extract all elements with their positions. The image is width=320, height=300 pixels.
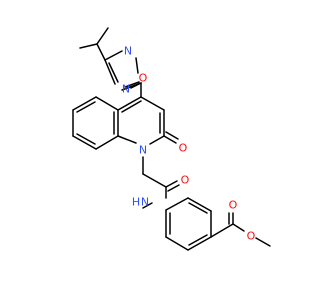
bond <box>121 100 142 113</box>
bond <box>210 223 234 238</box>
atom-labels: N N O N O O N H O O <box>122 45 256 243</box>
structure-svg: N N O N O O N H O O <box>0 0 300 300</box>
atom-label-n: N <box>139 144 147 157</box>
atom-label-o: O <box>139 72 148 85</box>
bond <box>135 57 139 74</box>
bond <box>121 82 142 91</box>
bond <box>188 234 208 246</box>
bond <box>255 237 271 247</box>
bond <box>104 50 123 61</box>
bond <box>149 135 165 145</box>
atom-label-n: N <box>141 196 149 209</box>
bond <box>76 133 96 145</box>
bond <box>165 236 189 251</box>
bond <box>96 27 109 45</box>
bond <box>140 96 165 111</box>
atom-label-n: N <box>124 45 132 58</box>
atom-label-h: H <box>132 196 140 209</box>
bond <box>165 180 178 188</box>
bond <box>142 202 153 209</box>
bond <box>104 59 116 85</box>
lactam-carbonyl <box>163 131 179 144</box>
bond <box>95 96 119 111</box>
bond <box>108 62 119 83</box>
methyl-ester <box>210 212 271 247</box>
bond <box>187 197 212 212</box>
quinolinone-ring <box>117 96 165 145</box>
molecule-diagram: N N O N O O N H O O <box>0 0 300 300</box>
bond <box>232 223 245 232</box>
benzoate-ring <box>165 197 212 251</box>
bond <box>95 135 119 150</box>
atom-label-o: O <box>179 142 188 155</box>
atom-label-o: O <box>247 230 256 243</box>
bond <box>72 135 97 150</box>
atom-label-o: O <box>229 199 238 212</box>
atom-label-o: O <box>181 174 190 187</box>
acetamide-linker <box>142 156 180 209</box>
bond <box>142 173 167 188</box>
bond <box>165 131 179 140</box>
benzo-ring <box>72 96 119 150</box>
canvas-background <box>0 0 300 300</box>
atom-label-n: N <box>122 83 130 96</box>
bond <box>187 236 212 251</box>
bond <box>167 184 180 192</box>
bond <box>165 197 189 211</box>
oxadiazole-ring <box>104 50 142 91</box>
bond <box>163 135 177 144</box>
bond <box>117 96 142 111</box>
bond <box>96 43 106 61</box>
bond <box>188 202 208 214</box>
bond <box>72 96 97 111</box>
bond <box>117 135 137 144</box>
bond <box>79 43 98 49</box>
bond <box>76 101 96 113</box>
isopropyl-group <box>79 27 109 61</box>
bond <box>124 81 140 88</box>
